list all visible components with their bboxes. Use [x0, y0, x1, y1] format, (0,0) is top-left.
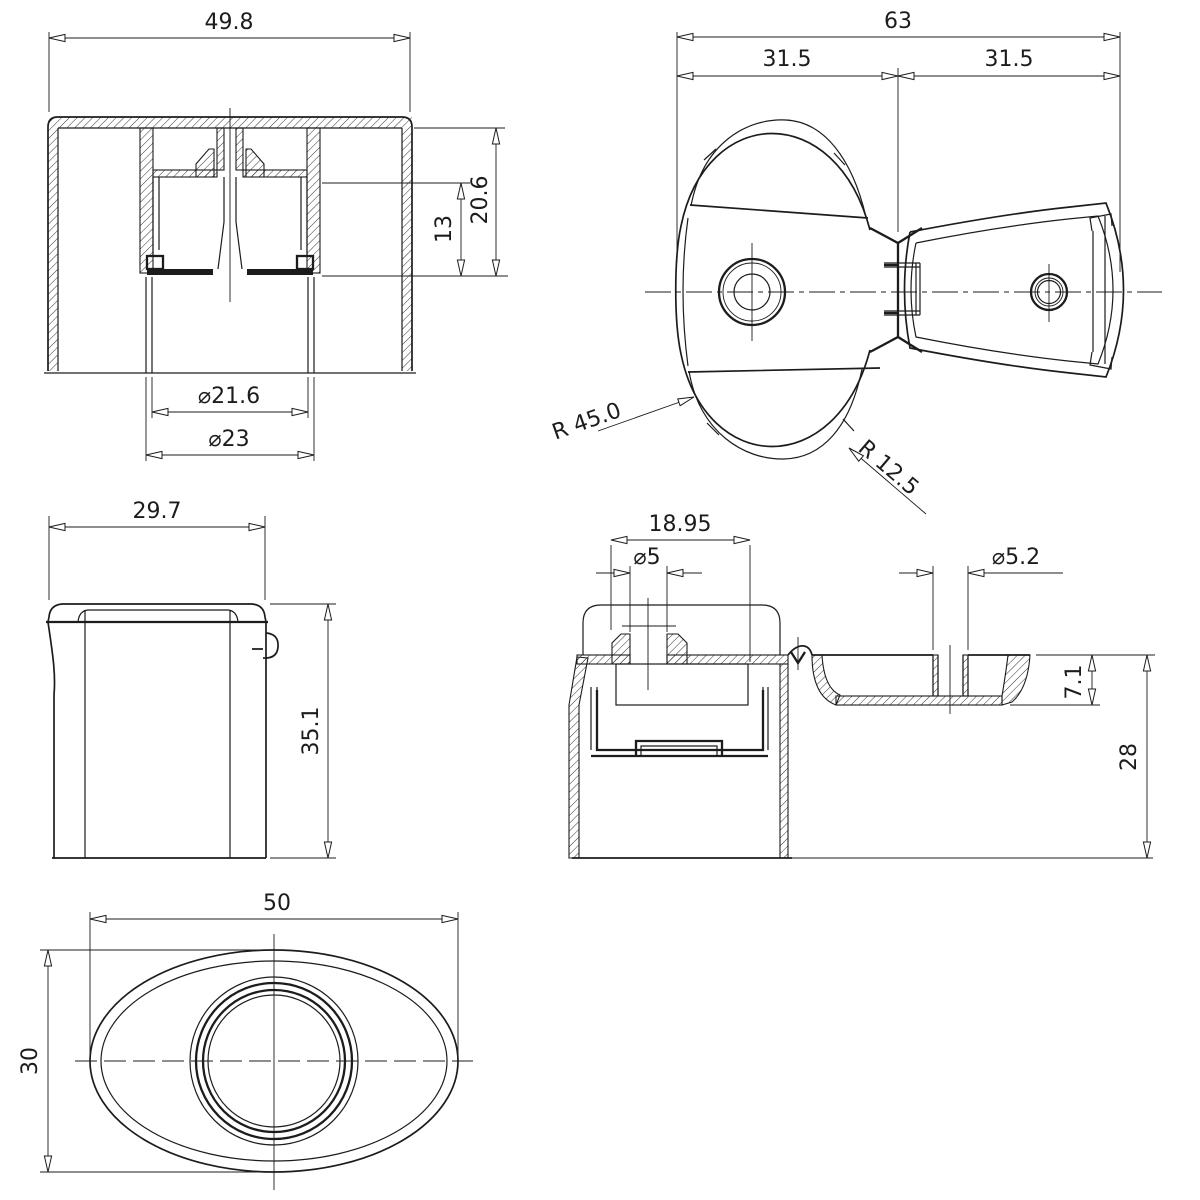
lid-hole-circles: [1029, 264, 1069, 322]
dim-bore-outer: ⌀23: [145, 377, 315, 461]
lid-outline: [903, 202, 1125, 378]
dim-plan-width: 30: [18, 949, 270, 1173]
dim-bore-inner: ⌀21.6: [151, 377, 309, 418]
dim-top-total-width: 63: [676, 9, 1121, 272]
dim-front-height-total: 20.6: [322, 127, 508, 277]
dim-top-half-left-label: 31.5: [763, 47, 812, 72]
dim-front-height-step: 13: [322, 182, 470, 277]
dim-lid-depth-label: 7.1: [1062, 665, 1087, 700]
dim-plan-length-label: 50: [263, 891, 291, 916]
center-funnel: [217, 177, 243, 270]
cap-body-outline: [674, 119, 881, 460]
dim-top-half-right: 31.5: [897, 47, 1121, 81]
dim-side-height: 35.1: [270, 603, 336, 859]
dim-bore-outer-label: ⌀23: [208, 427, 249, 452]
dome-outline: [582, 604, 781, 655]
top-open-view: 63 31.5 31.5 R 45.0 R 12.5: [549, 9, 1162, 515]
dim-pocket-width-label: 18.95: [649, 512, 712, 537]
dim-top-total-width-label: 63: [884, 9, 912, 34]
inner-tube: [145, 277, 315, 373]
dim-radius-lid: R 12.5: [846, 435, 927, 515]
right-clip-bar: [247, 269, 313, 275]
dim-radius-body: R 45.0: [549, 393, 696, 446]
dim-radius-body-label: R 45.0: [549, 398, 625, 445]
cap-interior: [590, 663, 769, 758]
dim-plan-length: 50: [89, 891, 459, 1058]
hinge: [869, 226, 923, 354]
dim-total-height-label: 28: [1117, 743, 1142, 771]
dim-lid-hole-dia: ⌀5.2: [899, 545, 1063, 650]
dim-side-width: 29.7: [48, 499, 266, 600]
dim-total-height: 28: [1117, 654, 1152, 859]
front-section-view: 49.8 20.6 13 ⌀21.6 ⌀23: [44, 10, 508, 461]
dim-radius-lid-label: R 12.5: [853, 435, 923, 500]
lid-section: [811, 645, 1031, 714]
plan-view: 50 30: [18, 891, 473, 1190]
dim-front-width-label: 49.8: [205, 10, 254, 35]
dim-pocket-width: 18.95: [610, 512, 751, 662]
dim-front-width: 49.8: [48, 10, 411, 112]
latch-hook: [252, 632, 279, 659]
side-section-view: 18.95 ⌀5 ⌀5.2 7.1 28: [568, 512, 1155, 859]
dim-side-height-label: 35.1: [299, 707, 324, 756]
dim-top-half-left: 31.5: [676, 47, 899, 81]
cap-boss-circles: [717, 243, 787, 341]
side-section-hatching: [568, 633, 789, 859]
dim-front-height-total-label: 20.6: [468, 176, 493, 225]
dim-lid-hole-dia-label: ⌀5.2: [992, 545, 1040, 570]
dim-bore-inner-label: ⌀21.6: [198, 384, 260, 409]
dim-hole-dia-label: ⌀5: [633, 545, 660, 570]
left-clip-bar: [147, 269, 213, 275]
dim-hole-dia: ⌀5: [596, 545, 702, 632]
dim-plan-width-label: 30: [18, 1047, 43, 1075]
dim-front-height-step-label: 13: [432, 215, 457, 243]
dim-top-half-right-label: 31.5: [985, 47, 1034, 72]
dim-lid-depth: 7.1: [1010, 654, 1155, 706]
plug-cavity-walls: [152, 177, 308, 256]
latch-slot: [1092, 216, 1106, 364]
dim-side-width-label: 29.7: [133, 499, 182, 524]
side-elevation-view: 29.7 35.1: [46, 499, 336, 859]
hinge-neck: [787, 645, 813, 656]
